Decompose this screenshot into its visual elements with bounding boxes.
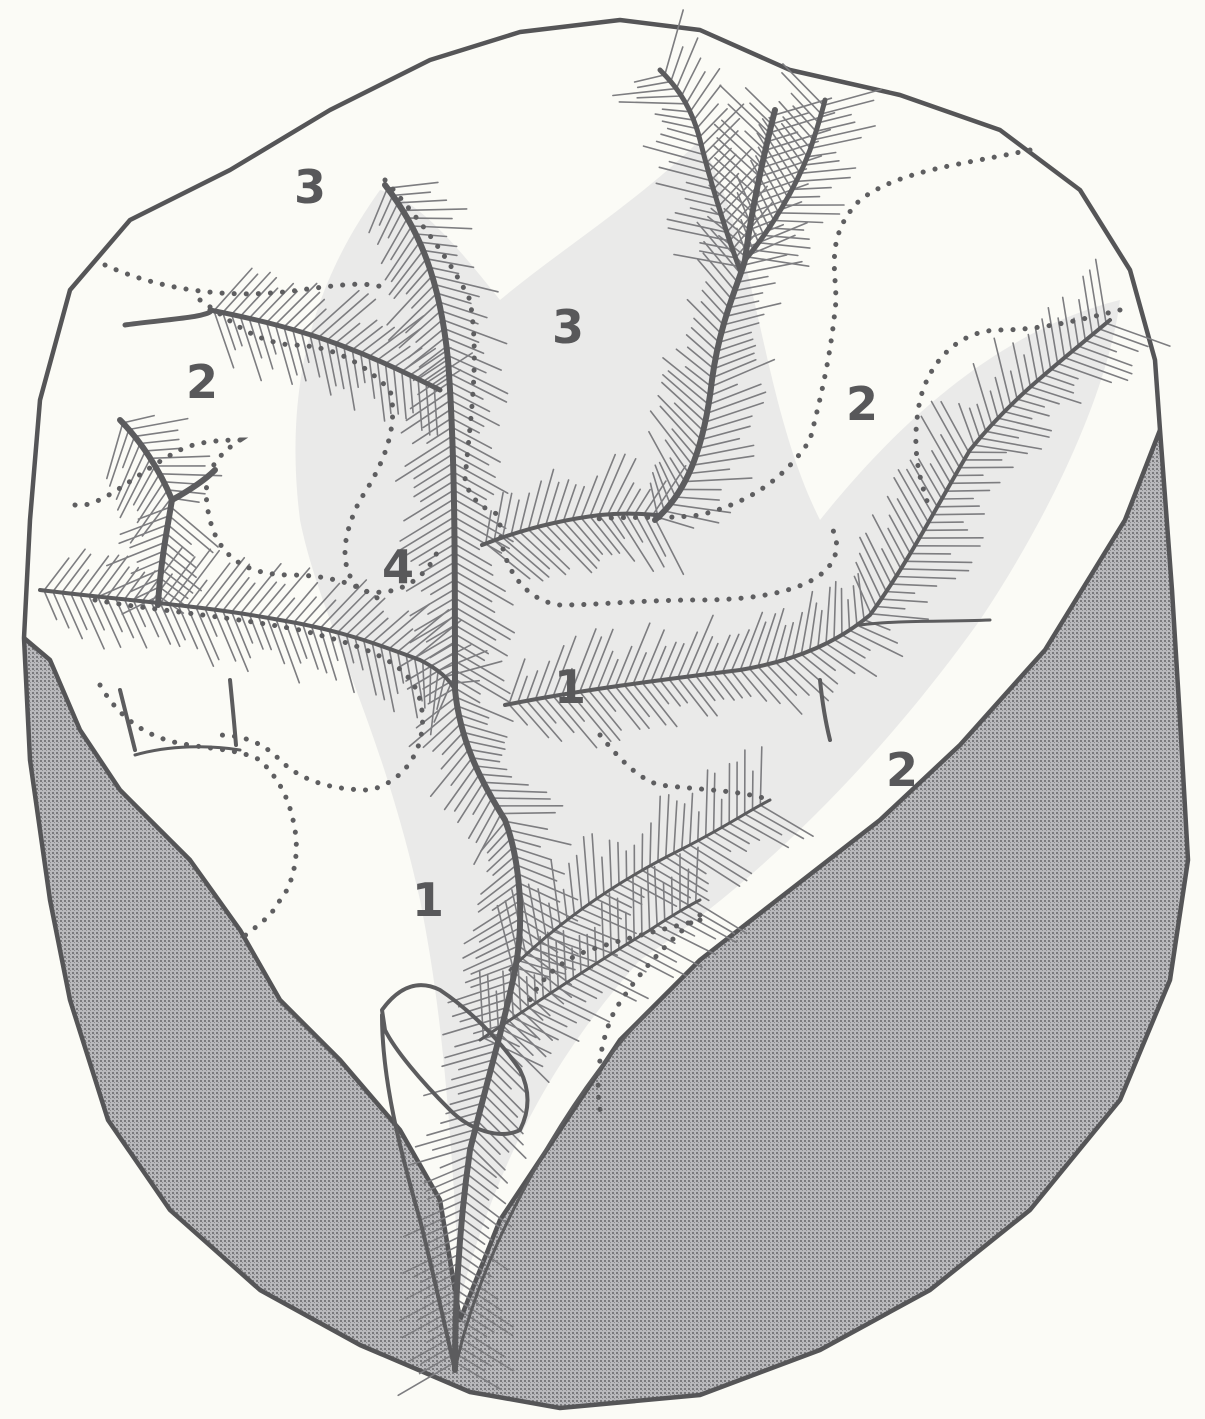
hatch-stroke: [492, 798, 550, 799]
hatch-stroke: [942, 499, 973, 500]
label-1-lower: 1: [412, 873, 444, 927]
label-2-left: 2: [186, 355, 218, 409]
hatch-stroke: [788, 197, 820, 198]
label-2-right: 2: [846, 377, 878, 431]
hatch-stroke: [626, 912, 627, 944]
hatch-stroke: [906, 561, 972, 562]
hatch-stroke: [430, 666, 431, 703]
hatch-stroke: [698, 812, 699, 841]
hatch-stroke: [688, 869, 689, 906]
label-1-center: 1: [554, 660, 586, 714]
hatch-stroke: [641, 888, 642, 935]
label-3-center: 3: [552, 300, 584, 354]
hatch-stroke: [650, 823, 651, 866]
hatch-stroke: [618, 843, 619, 885]
label-2-lower-right: 2: [886, 743, 918, 797]
hatch-stroke: [501, 813, 555, 814]
hatch-stroke: [946, 490, 989, 491]
label-4: 4: [382, 540, 414, 594]
hatch-stroke: [672, 877, 673, 915]
hatch-stroke: [933, 514, 984, 515]
hatch-stroke: [779, 213, 840, 214]
label-3-top-left: 3: [294, 160, 326, 214]
hatch-stroke: [937, 506, 979, 507]
hatch-stroke: [951, 483, 1000, 484]
